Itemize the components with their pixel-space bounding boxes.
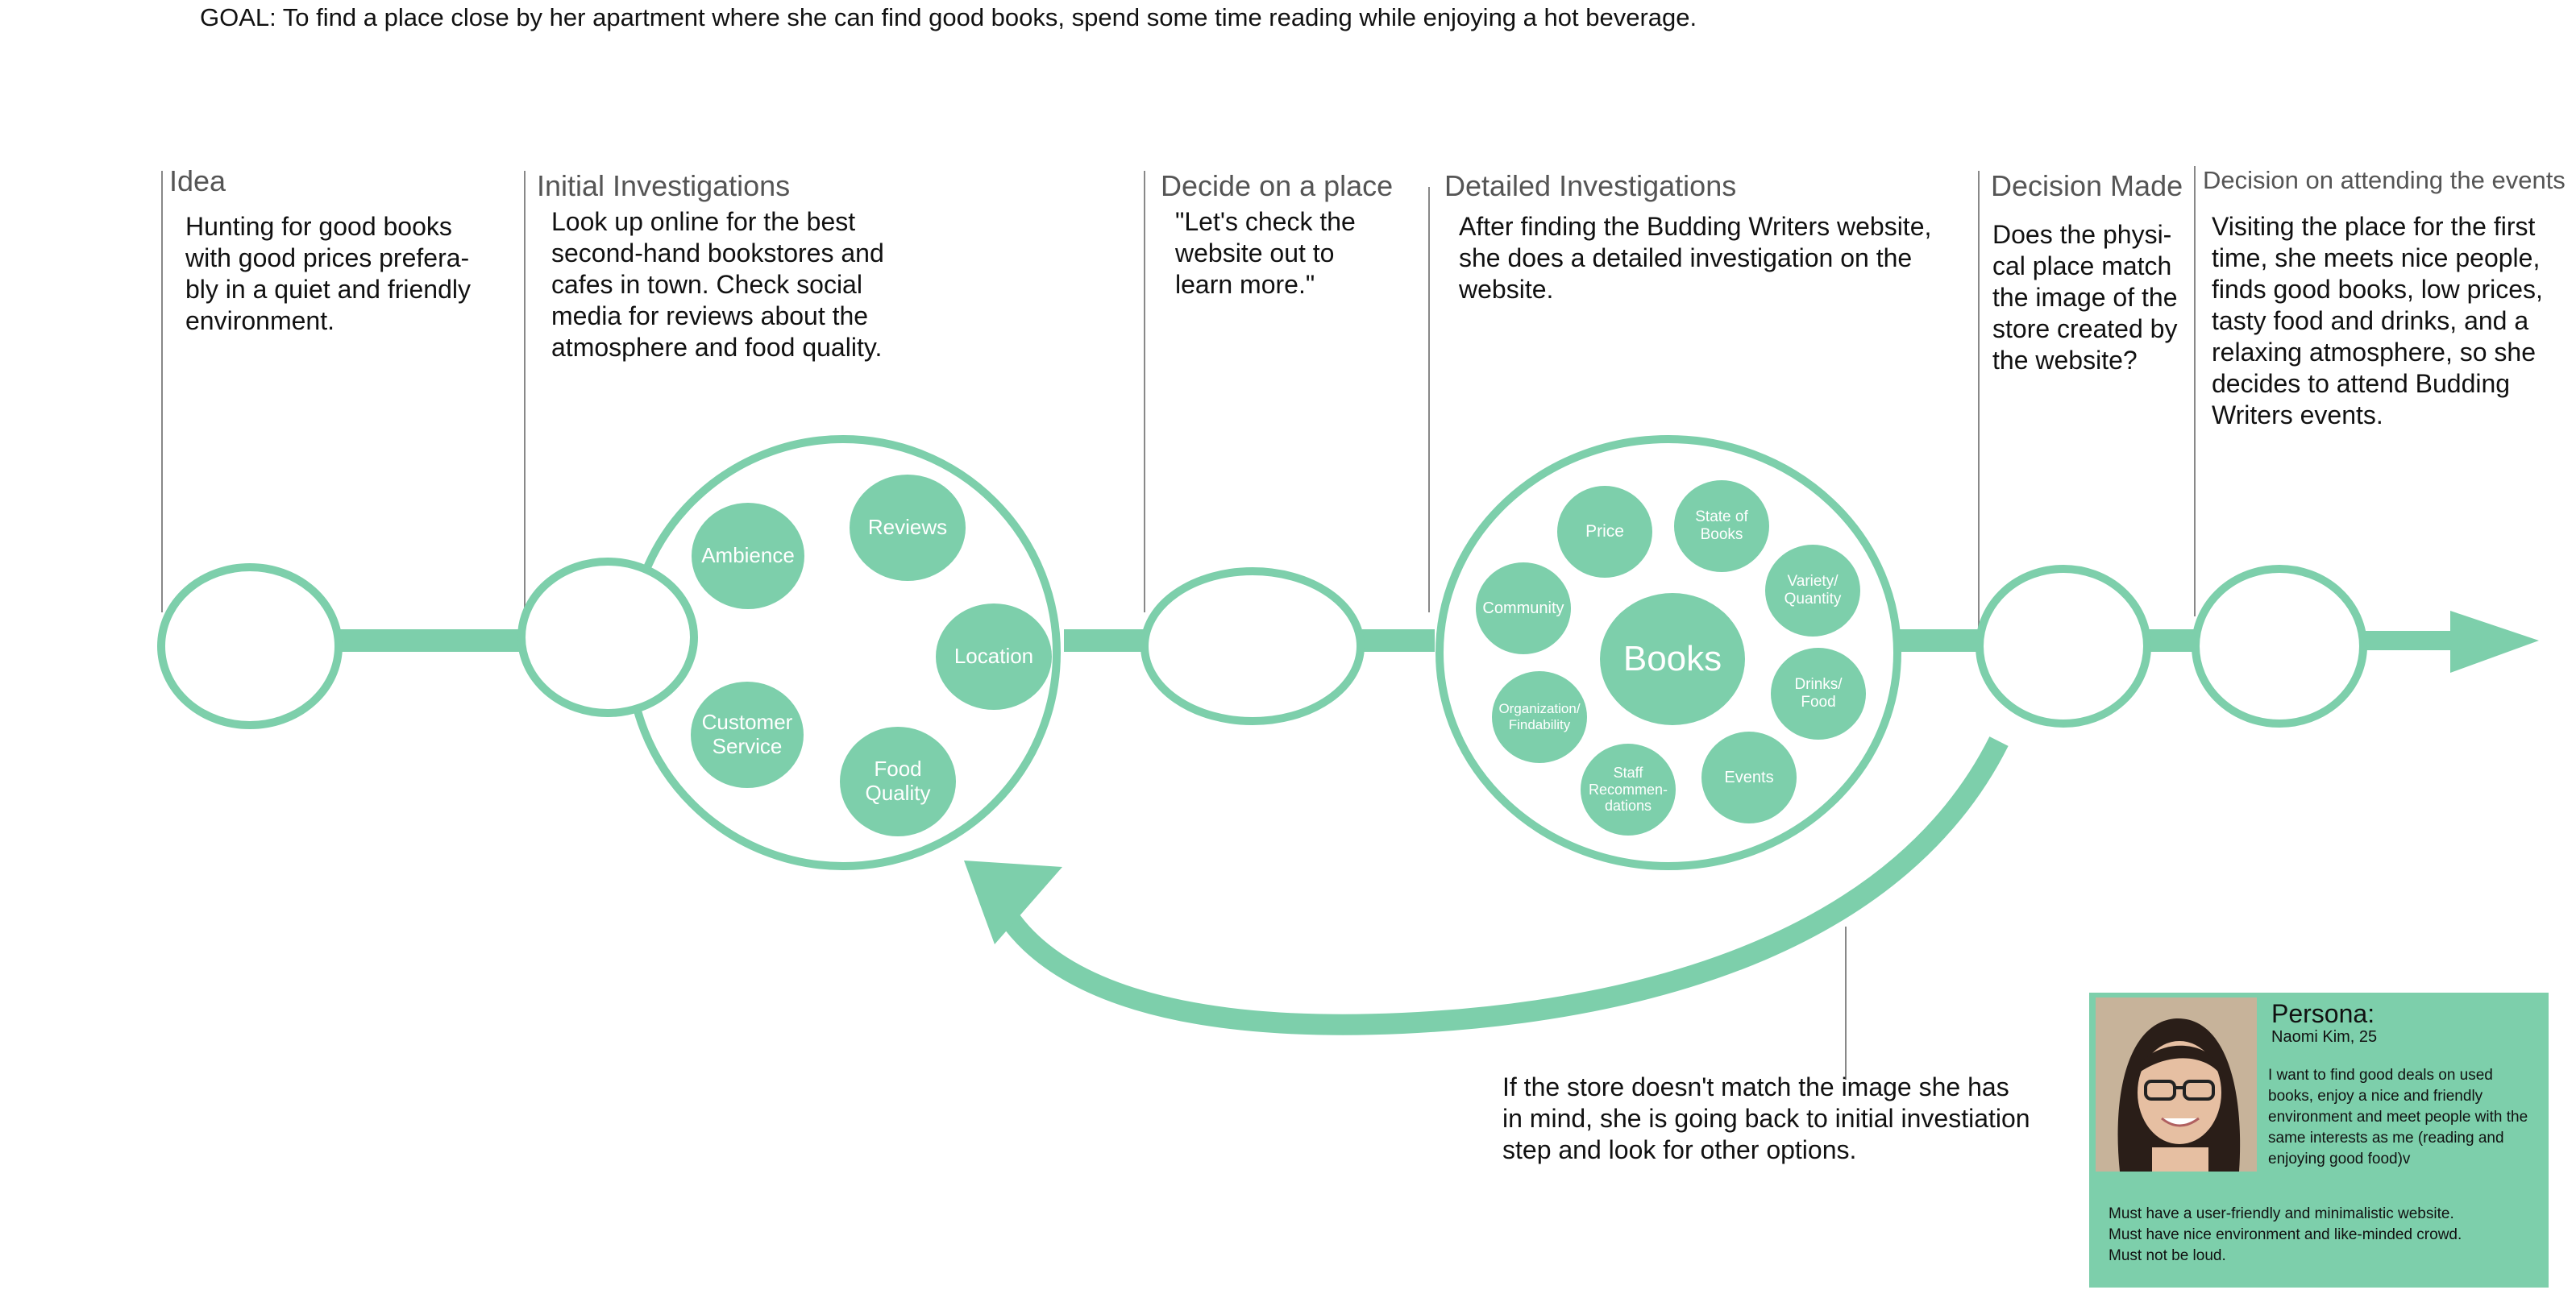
node-attend-line-1: Attend (2246, 619, 2313, 645)
node-attend-circle (2192, 565, 2367, 728)
factor-customer-service-label: Customer Service (691, 703, 804, 767)
node-visit-line-1: Visit (2041, 619, 2086, 645)
stage-title-attending-events: Decision on attending the events (2203, 166, 2566, 194)
loop-back-note: If the store doesn't match the image she… (1502, 1072, 2030, 1164)
stage-desc-initial-investigations: Look up online for the best second-hand … (551, 207, 884, 362)
factor-food-quality-line-1: Food (874, 757, 922, 782)
factor-price-bubble (1557, 486, 1652, 578)
persona-card: Persona: Naomi Kim, 25 I want to find go… (2089, 993, 2549, 1288)
factor-books-bubble (1600, 593, 1745, 725)
factor-variety-label: Variety/ Quantity (1765, 566, 1860, 615)
factor-organization-line-1: Organization/ (1498, 701, 1581, 717)
persona-name: Naomi Kim, 25 (2271, 1028, 2378, 1046)
stage-desc-detailed-investigations: After finding the Budding Writers websit… (1459, 212, 1932, 304)
factor-events-bubble (1701, 732, 1797, 823)
main-flow (330, 611, 2539, 673)
factor-drinks-food-line-1: Drinks/ (1794, 676, 1843, 694)
factor-location-bubble (936, 603, 1052, 710)
persona-title: Persona: (2271, 999, 2375, 1028)
node-attend-line-2: Events (2243, 646, 2316, 672)
factor-staff-bubble (1581, 744, 1676, 836)
factor-reviews-bubble (850, 475, 966, 581)
persona-requirement: Must have nice environment and like-mind… (2109, 1226, 2462, 1243)
node-finding-label: Finding Budding Writers Website (1145, 595, 1361, 699)
persona-requirement: Must have a user-friendly and minimalist… (2109, 1205, 2454, 1222)
factor-staff-line-3: dations (1604, 798, 1652, 815)
factor-state-of-books-line-1: State of (1695, 508, 1748, 526)
factor-customer-service-bubble (691, 682, 804, 788)
factor-staff-line-2: Recommen- (1588, 781, 1668, 798)
stage-title-initial-investigations: Initial Investigations (537, 169, 791, 202)
factor-ambience-bubble (692, 503, 804, 609)
factor-variety-bubble (1765, 545, 1860, 637)
flow-segment-6 (2360, 631, 2458, 650)
factor-food-quality-bubble (840, 727, 956, 836)
flow-segment-2 (1064, 629, 1146, 652)
stage-title-decide: Decide on a place (1161, 169, 1394, 202)
factor-reviews-label: Reviews (867, 515, 948, 540)
persona-quote: I want to find good deals on used books,… (2268, 1067, 2528, 1168)
factor-community-bubble (1476, 562, 1571, 654)
factor-staff-label: Staff Recommen- dations (1581, 757, 1676, 822)
factor-food-quality-line-2: Quality (865, 781, 931, 805)
node-decision-circle (157, 563, 343, 729)
stage-desc-attending-events: Visiting the place for the first time, s… (2212, 212, 2543, 429)
persona-requirement: Must not be loud. (2109, 1247, 2226, 1264)
factor-ambience-label: Ambience (701, 543, 795, 568)
goal-statement: GOAL: To find a place close by her apart… (200, 3, 1697, 31)
factor-drinks-food-bubble (1771, 648, 1866, 740)
factor-drinks-food-line-2: Food (1801, 694, 1836, 711)
flow-segment-1 (330, 629, 524, 652)
node-attend-label: Attend Events (2196, 612, 2363, 680)
persona-requirements: Must have a user-friendly and minimalist… (2109, 1204, 2544, 1267)
stage-title-decision-made: Decision Made (1991, 169, 2183, 202)
factor-customer-service-line-2: Service (712, 734, 783, 758)
factor-drinks-food-label: Drinks/ Food (1771, 670, 1866, 718)
factor-state-of-books-label: State of Books (1674, 502, 1769, 550)
factor-state-of-books-bubble (1674, 480, 1769, 572)
factor-organization-line-2: Findability (1508, 717, 1571, 732)
stage-desc-decide: "Let's check the website out to learn mo… (1175, 207, 1356, 299)
factor-food-quality-label: Food Quality (840, 749, 956, 814)
factor-location-label: Location (954, 644, 1034, 669)
node-visit-circle (1976, 565, 2151, 728)
factor-state-of-books-line-2: Books (1700, 526, 1743, 543)
stage-desc-idea: Hunting for good books with good prices … (185, 212, 471, 335)
factor-price-label: Price (1585, 521, 1624, 541)
loop-arrowhead-icon (964, 861, 1062, 944)
stage-title-detailed-investigations: Detailed Investigations (1444, 169, 1737, 202)
factor-variety-line-1: Variety/ (1787, 573, 1839, 591)
flow-segment-4 (1897, 629, 1978, 652)
persona-photo-illustration (2096, 997, 2257, 1172)
flow-segment-5 (2144, 629, 2197, 652)
factor-community-label: Community (1482, 599, 1564, 617)
node-browse-label: Browse (563, 621, 653, 652)
factor-books-label: Books (1622, 638, 1722, 678)
node-visit-label: Visit Store (1980, 612, 2147, 680)
loop-back-arrow (990, 736, 2009, 1035)
node-finding-line-3: Website (1211, 660, 1294, 686)
factor-staff-line-1: Staff (1613, 764, 1643, 781)
factor-customer-service-line-1: Customer (701, 710, 793, 735)
flow-segment-3 (1362, 629, 1435, 652)
persona-photo (2096, 997, 2257, 1172)
node-finding-line-1: Finding (1215, 608, 1290, 633)
flow-arrowhead-icon (2450, 611, 2539, 673)
node-decision-label: Decision (198, 631, 301, 662)
stage-divider-lines (161, 166, 2196, 1080)
factor-organization-bubble (1492, 671, 1587, 763)
factor-variety-line-2: Quantity (1784, 591, 1842, 608)
factor-organization-label: Organization/ Findability (1488, 695, 1591, 740)
node-finding-line-2: Budding Writers (1172, 633, 1333, 659)
node-browse-circle (517, 558, 698, 717)
stage-title-idea: Idea (169, 164, 226, 197)
stage-desc-decision-made: Does the physi-cal place match the image… (1992, 220, 2178, 375)
node-finding-circle (1141, 567, 1365, 725)
factor-events-label: Events (1724, 768, 1774, 786)
node-visit-line-2: Store (2035, 646, 2092, 672)
